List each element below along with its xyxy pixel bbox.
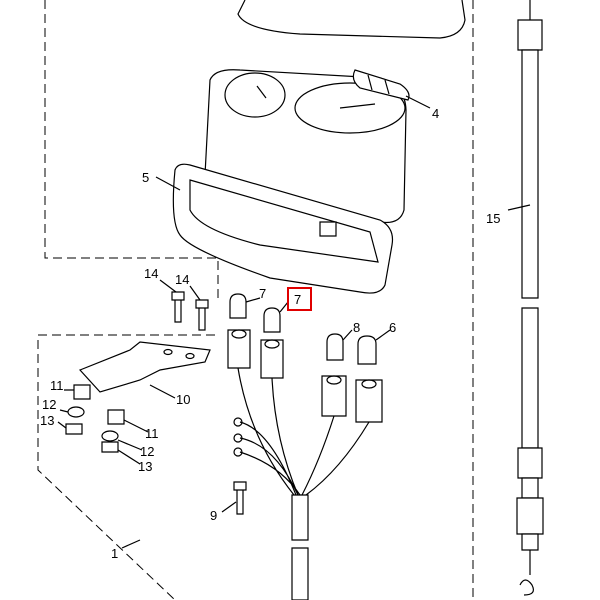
- callout-13: 13: [40, 413, 54, 428]
- indicator-lens: [352, 69, 410, 101]
- callout-11: 11: [145, 426, 159, 441]
- bolt-14b: [195, 299, 209, 331]
- sockets: [227, 329, 383, 423]
- screw-9: [233, 481, 247, 515]
- group-boundary-upper: [44, 0, 219, 300]
- grommet-11b: [107, 409, 125, 425]
- callout-12: 12: [42, 397, 56, 412]
- callout-15: 15: [486, 211, 500, 226]
- callout-10: 10: [176, 392, 190, 407]
- callout-7-highlighted[interactable]: 7: [294, 292, 301, 307]
- speedometer-cable: [516, 0, 544, 596]
- group-boundary-lower: [37, 334, 215, 600]
- callout-7: 7: [259, 286, 266, 301]
- bulb-7b: [263, 307, 281, 333]
- leader-lines: [57, 95, 531, 549]
- callout-14: 14: [175, 272, 189, 287]
- bulb-8: [326, 333, 344, 361]
- bulb-7a: [229, 293, 247, 319]
- callout-8: 8: [353, 320, 360, 335]
- callout-13: 13: [138, 459, 152, 474]
- callout-6: 6: [389, 320, 396, 335]
- callout-1: 1: [111, 546, 118, 561]
- wiring-harness: [237, 367, 370, 496]
- washer-12b: [101, 430, 119, 442]
- bulb-6: [357, 335, 377, 365]
- meter-assembly: [172, 69, 407, 294]
- callout-14: 14: [144, 266, 158, 281]
- nut-13a: [65, 423, 83, 435]
- nut-13b: [101, 441, 119, 453]
- callout-4: 4: [432, 106, 439, 121]
- callout-5: 5: [142, 170, 149, 185]
- grommet-11a: [73, 384, 91, 400]
- washer-12a: [67, 406, 85, 418]
- callout-12: 12: [140, 444, 154, 459]
- harness-sleeve: [291, 494, 309, 600]
- highlight-box: [287, 287, 312, 311]
- callout-11: 11: [50, 378, 64, 393]
- bolt-14a: [171, 291, 185, 323]
- callout-9: 9: [210, 508, 217, 523]
- meter-cover: [237, 0, 466, 39]
- bracket: [78, 341, 211, 393]
